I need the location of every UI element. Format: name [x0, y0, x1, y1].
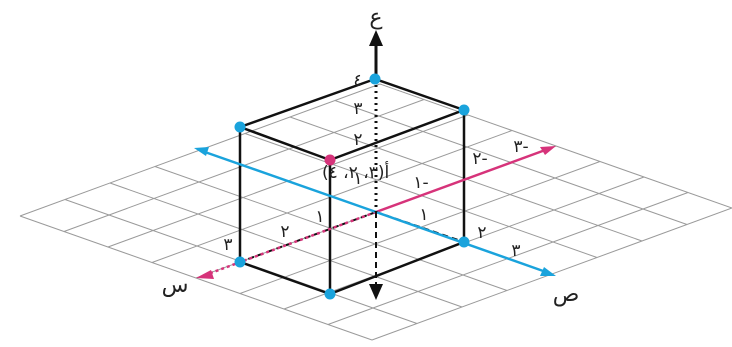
x-axis-arrowhead-positive [196, 270, 214, 279]
edge-top-back-right [374, 77, 465, 112]
y-axis-name: ص [553, 282, 580, 307]
vertex-point [234, 121, 246, 133]
z-tick-label: ٣ [353, 99, 362, 119]
x-tick-label: ١ [315, 207, 324, 227]
y-tick-label: ١ [419, 205, 428, 225]
edge-top-back-left [239, 77, 376, 129]
vertex-point [458, 104, 470, 116]
z-axis-arrowhead-down [369, 284, 383, 300]
z-axis [369, 30, 383, 300]
edge-bottom-front-right [329, 240, 465, 296]
y-axis-arrowhead-negative [194, 147, 209, 156]
x-axis [196, 146, 556, 279]
x-axis-arrowhead-negative [540, 146, 556, 155]
y-axis-negative [201, 149, 377, 214]
z-axis-name: ع [369, 5, 382, 30]
x-neg-tick-label: ٢- [472, 149, 487, 169]
z-axis-arrowhead-up [369, 30, 383, 46]
vertex-point [324, 288, 336, 300]
edge-top-front-left [239, 125, 331, 162]
z-tick-label: ٢ [353, 130, 362, 150]
x-tick-label: ٣ [223, 235, 232, 255]
vertex-point [234, 256, 246, 268]
vertex-points [234, 73, 470, 300]
point-a-label: أ(٣، ٢، ٤) [322, 161, 389, 183]
edge-bottom-front-left [239, 260, 331, 296]
y-tick-label: ٢ [477, 223, 486, 243]
y-axis-arrowhead-positive [540, 267, 556, 276]
vertex-point [458, 236, 470, 248]
x-neg-tick-label: ١- [413, 173, 428, 193]
x-tick-label: ٢ [280, 222, 289, 242]
point-a [324, 154, 336, 166]
x-axis-name: س [162, 273, 189, 298]
y-tick-label: ٣ [511, 241, 520, 261]
z-tick-label: ١ [353, 169, 362, 189]
x-neg-tick-label: ٣- [513, 137, 528, 157]
z-tick-label: ٤ [353, 71, 362, 91]
box-edges [238, 77, 466, 296]
x-axis-negative [375, 147, 549, 214]
vertex-point [369, 73, 381, 85]
edge-top-front-right [329, 108, 465, 162]
